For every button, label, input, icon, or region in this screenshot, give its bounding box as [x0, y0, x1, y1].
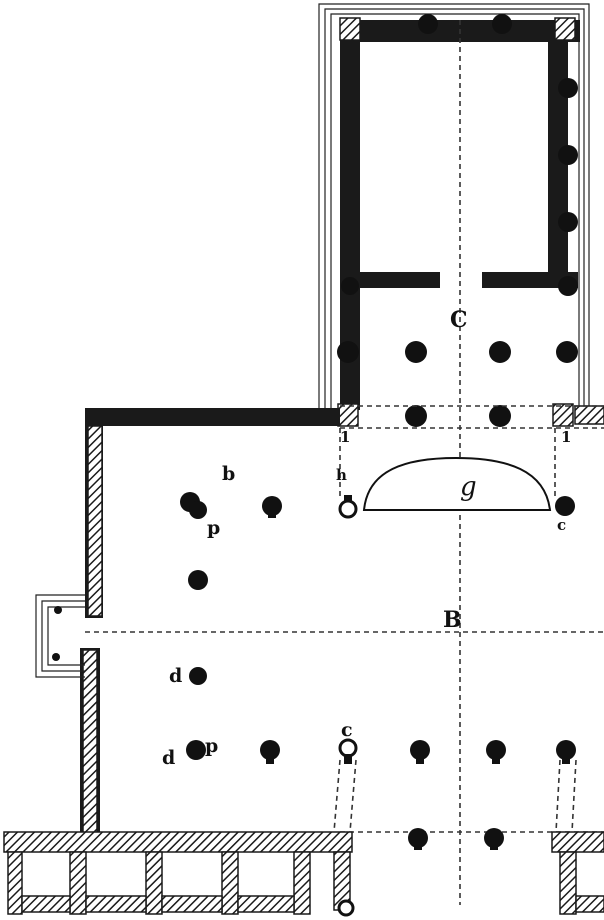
west-exedra: [35, 594, 85, 678]
label-c-lower: c: [341, 719, 353, 741]
label-1-left: 1: [340, 428, 350, 446]
label-d-lower: d: [162, 747, 175, 769]
south-range: [3, 831, 604, 917]
label-g: g: [460, 472, 477, 502]
label-d-middle: d: [169, 665, 182, 687]
cella-outline: [318, 3, 590, 410]
label-1-right: 1: [561, 428, 571, 446]
hall-columns: [180, 492, 576, 850]
label-C: C: [450, 307, 468, 333]
label-B: B: [443, 607, 462, 633]
label-h: h: [336, 466, 347, 484]
label-p-lower: p: [205, 735, 218, 757]
label-p-upper: p: [207, 517, 220, 539]
semicircular-base: [362, 456, 552, 511]
label-c-right: c: [557, 516, 566, 534]
antae: [337, 403, 604, 427]
cella-engaged-columns: [341, 14, 578, 296]
label-b: b: [222, 463, 235, 485]
pronaos-columns: [337, 341, 578, 427]
hall-walls: [80, 408, 340, 838]
